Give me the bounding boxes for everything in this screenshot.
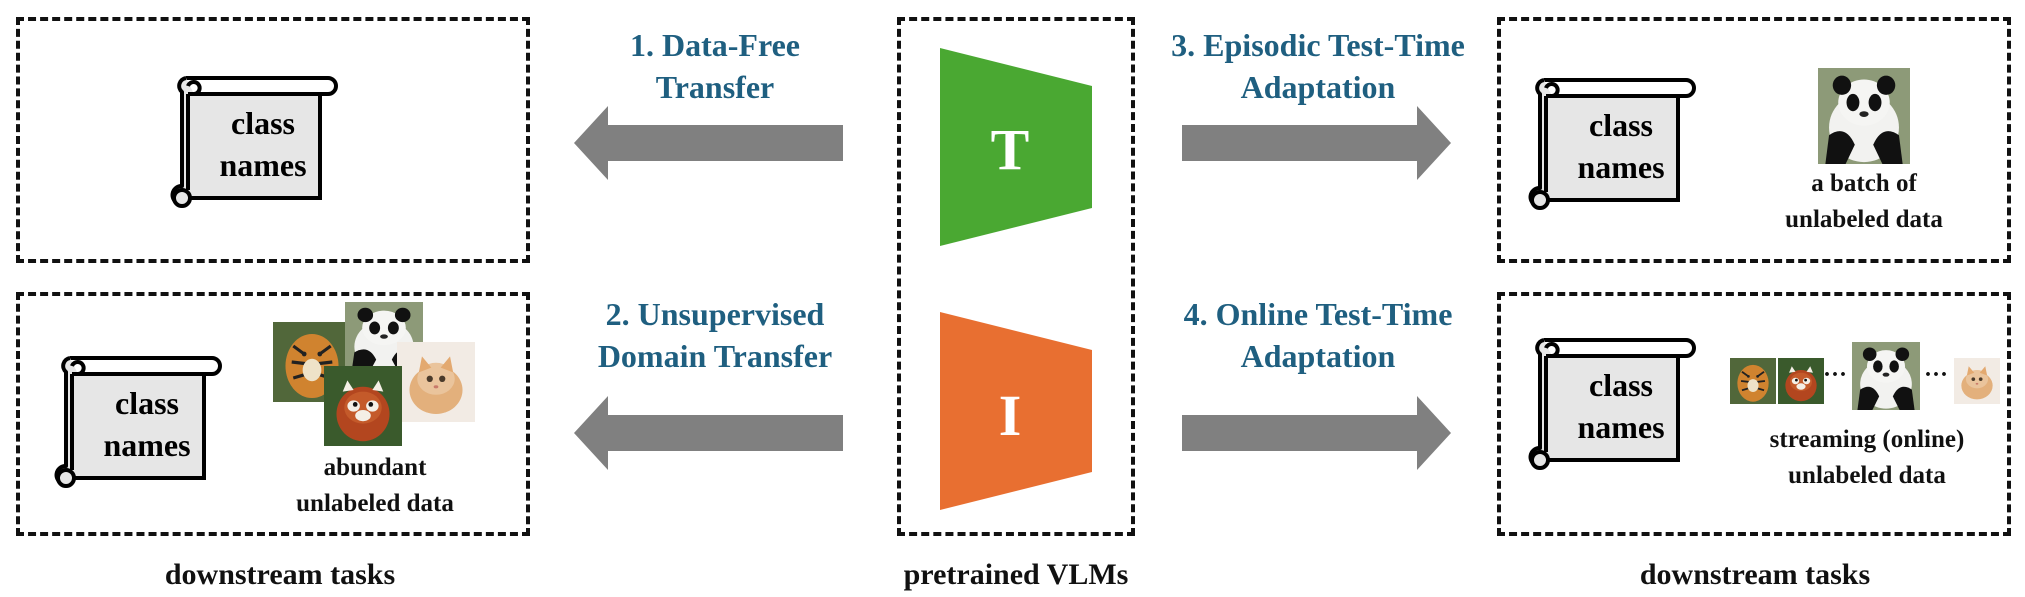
panda-image (1818, 68, 1910, 164)
scroll-2-text: class names (72, 382, 222, 466)
streaming-caption-line2: unlabeled data (1788, 462, 1946, 489)
setting-3-title-line2: Adaptation (1240, 69, 1396, 105)
image-encoder-label: I (998, 383, 1022, 448)
setting-2-task-box (16, 292, 530, 536)
arrow-right-4-shape (1182, 396, 1451, 470)
image-encoder-trapezoid (940, 312, 1092, 510)
batch-caption-line2: unlabeled data (1785, 206, 1943, 233)
setting-1-task-box (16, 17, 530, 263)
setting-1-title-line2: Transfer (655, 69, 775, 105)
red-panda-image (1778, 358, 1824, 404)
scroll-4-text: class names (1546, 364, 1696, 448)
vlm-caption: pretrained VLMs (903, 558, 1129, 591)
setting-2-title: 2. Unsupervised Domain Transfer (560, 293, 870, 377)
arrow-left-2-shape (574, 396, 843, 470)
setting-2-title-line1: 2. Unsupervised (605, 296, 825, 332)
kitten-image (1954, 358, 2000, 404)
text-encoder-shape (940, 48, 1092, 246)
ellipsis-1: ··· (1822, 362, 1847, 388)
arrow-left-1-shape (574, 106, 843, 180)
scroll-3-line2: names (1577, 149, 1665, 185)
setting-2-title-line2: Domain Transfer (597, 338, 833, 374)
setting-1-title: 1. Data-Free Transfer (560, 24, 870, 108)
setting-1-title-line1: 1. Data-Free (630, 27, 800, 63)
scroll-2-line2: names (103, 427, 191, 463)
arrow-right-4 (1182, 396, 1451, 470)
panda-image (1852, 342, 1920, 410)
scroll-4-line1: class (1589, 367, 1653, 403)
scroll-1-line2: names (219, 147, 307, 183)
text-encoder-label: T (990, 117, 1030, 182)
setting-4-title-line1: 4. Online Test-Time (1183, 296, 1453, 332)
arrow-right-3-shape (1182, 106, 1451, 180)
setting-3-title: 3. Episodic Test-Time Adaptation (1148, 24, 1488, 108)
arrow-left-1 (574, 106, 843, 180)
scroll-1-line1: class (231, 105, 295, 141)
setting-3-title-line1: 3. Episodic Test-Time (1171, 27, 1465, 63)
red-panda-image (324, 366, 402, 446)
batch-caption-line1: a batch of (1811, 170, 1917, 197)
setting-4-title: 4. Online Test-Time Adaptation (1148, 293, 1488, 377)
right-downstream-caption: downstream tasks (1639, 558, 1871, 591)
ellipsis-2: ··· (1923, 362, 1948, 388)
arrow-right-3 (1182, 106, 1451, 180)
streaming-caption-line1: streaming (online) (1769, 426, 1965, 453)
scroll-1-text: class names (188, 102, 338, 186)
scroll-4-line2: names (1577, 409, 1665, 445)
abundant-caption-line1: abundant (323, 454, 427, 481)
left-downstream-caption: downstream tasks (164, 558, 396, 591)
abundant-data-caption: abundant unlabeled data (260, 450, 490, 522)
kitten-image (397, 342, 475, 422)
scroll-3-line1: class (1589, 107, 1653, 143)
image-encoder-shape (940, 312, 1092, 510)
batch-data-caption: a batch of unlabeled data (1744, 166, 1984, 238)
scroll-3-text: class names (1546, 104, 1696, 188)
setting-4-task-box (1497, 292, 2011, 536)
scroll-2-line1: class (115, 385, 179, 421)
vlm-box (897, 17, 1135, 536)
text-encoder-trapezoid (940, 48, 1092, 246)
abundant-caption-line2: unlabeled data (296, 490, 454, 517)
tiger-image (1729, 357, 1777, 405)
arrow-left-2 (574, 396, 843, 470)
setting-3-task-box (1497, 17, 2011, 263)
streaming-data-caption: streaming (online) unlabeled data (1736, 422, 1998, 494)
setting-4-title-line2: Adaptation (1240, 338, 1396, 374)
